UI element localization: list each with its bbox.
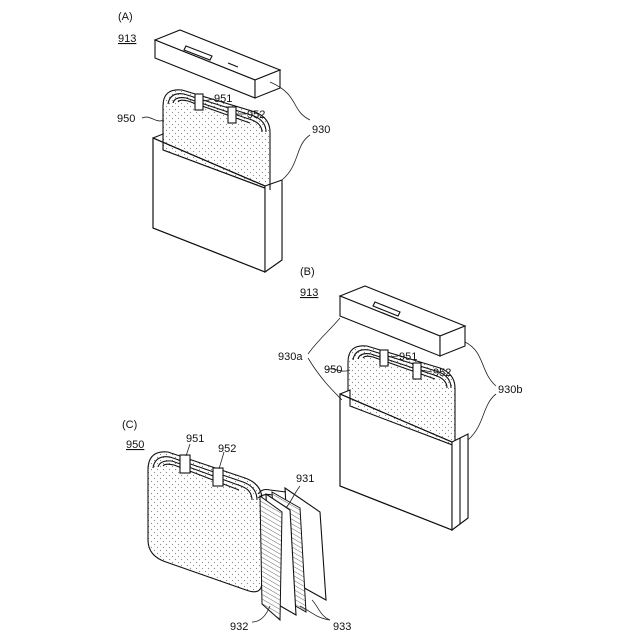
panel-b-tag: (B) [300,266,315,278]
panel-a: (A) 913 [117,11,330,272]
label-930b: 930b [498,384,522,396]
unwound-layers [258,488,326,620]
tab-951-a [195,94,203,110]
label-950-a: 950 [117,113,135,125]
label-952-a: 952 [247,109,265,121]
lid-913-b [340,286,465,356]
label-930a: 930a [278,351,303,363]
label-951-b: 951 [399,351,417,363]
panel-c-tag: (C) [122,419,137,431]
panel-c-ref: 950 [126,439,144,451]
panel-b: (B) 913 [278,266,522,530]
panel-c: (C) 950 951 952 931 932 [122,419,351,633]
tab-952-b [413,363,421,379]
tab-952-a [228,107,236,123]
label-932: 932 [230,621,248,633]
label-952-c: 952 [218,443,236,455]
panel-b-ref: 913 [300,287,318,299]
label-951-a: 951 [214,93,232,105]
wound-body-950-c [148,452,262,592]
label-931: 931 [296,473,314,485]
panel-a-tag: (A) [118,11,133,23]
tab-951-c [180,455,190,473]
electrode-932 [260,496,282,620]
label-951-c: 951 [186,433,204,445]
panel-a-ref: 913 [118,33,136,45]
label-950-b: 950 [324,364,342,376]
label-930-a: 930 [312,124,330,136]
tab-952-c [213,468,223,486]
label-933: 933 [333,621,351,633]
tab-951-b [380,350,388,366]
lid-913-a [155,30,280,98]
label-952-b: 952 [433,367,451,379]
